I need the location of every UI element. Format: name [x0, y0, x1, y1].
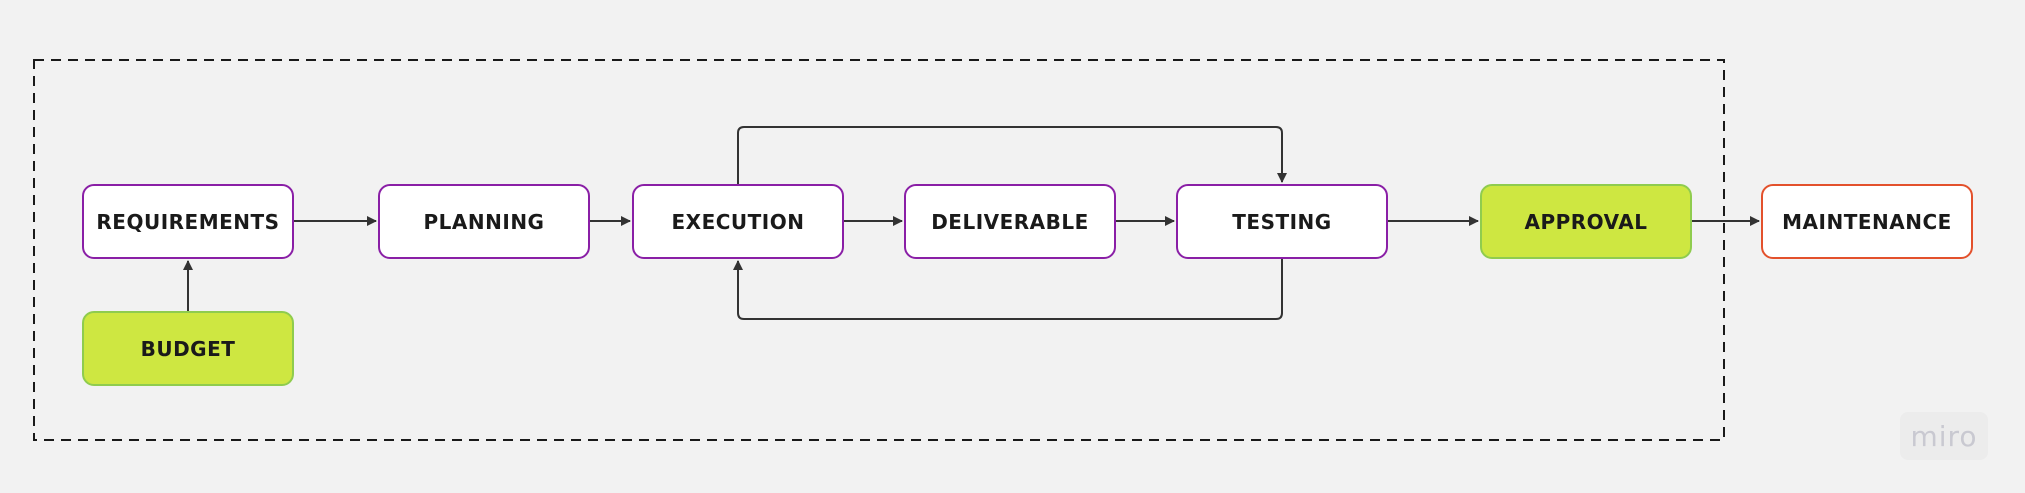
edge-execution-testing-loop — [737, 126, 1287, 184]
miro-watermark: miro — [1900, 412, 1988, 460]
node-budget-label: BUDGET — [140, 336, 236, 361]
node-testing[interactable]: TESTING — [1176, 184, 1388, 259]
node-planning-label: PLANNING — [423, 209, 545, 234]
edge-testing-execution-loop — [733, 259, 1283, 320]
node-approval-label: APPROVAL — [1524, 209, 1648, 234]
node-testing-label: TESTING — [1232, 209, 1332, 234]
process-boundary-dashed — [33, 59, 1725, 441]
node-maintenance[interactable]: MAINTENANCE — [1761, 184, 1973, 259]
node-execution[interactable]: EXECUTION — [632, 184, 844, 259]
node-approval[interactable]: APPROVAL — [1480, 184, 1692, 259]
node-planning[interactable]: PLANNING — [378, 184, 590, 259]
node-requirements-label: REQUIREMENTS — [96, 209, 280, 234]
node-requirements[interactable]: REQUIREMENTS — [82, 184, 294, 259]
node-maintenance-label: MAINTENANCE — [1782, 209, 1952, 234]
node-execution-label: EXECUTION — [671, 209, 805, 234]
node-budget[interactable]: BUDGET — [82, 311, 294, 386]
node-deliverable[interactable]: DELIVERABLE — [904, 184, 1116, 259]
node-deliverable-label: DELIVERABLE — [931, 209, 1089, 234]
miro-watermark-text: miro — [1910, 419, 1978, 453]
